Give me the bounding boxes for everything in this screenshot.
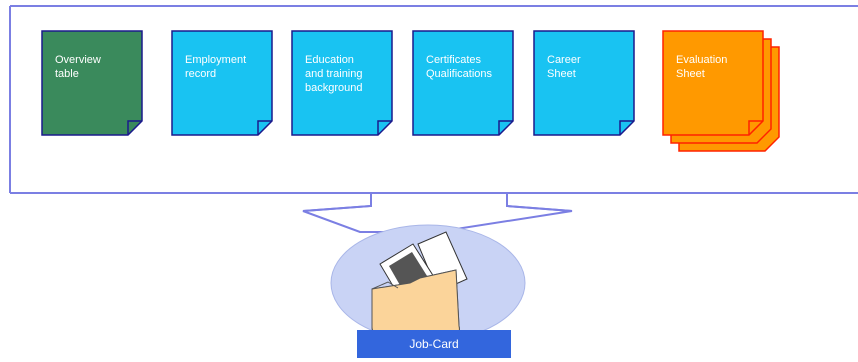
document-card-3	[291, 30, 393, 136]
document-label-line: Career	[547, 54, 581, 66]
document-fold	[748, 120, 763, 135]
document-card-1	[41, 30, 143, 136]
jobcard-banner	[357, 330, 511, 358]
document-label-line: table	[55, 68, 79, 80]
document-label-2: Employment record	[185, 53, 246, 81]
document-card-5	[533, 30, 635, 136]
document-sheet	[41, 30, 143, 136]
document-fold	[619, 120, 634, 135]
document-label-line: and training	[305, 68, 363, 80]
document-fold	[498, 120, 513, 135]
document-label-line: record	[185, 68, 217, 80]
folder-icon	[371, 269, 460, 335]
document-fold	[377, 120, 392, 135]
document-label-line: Sheet	[676, 68, 705, 80]
document-label-line: Evaluation	[676, 54, 728, 66]
jobcard-label: Job-Card	[409, 337, 459, 351]
callout-frame-bottom	[10, 192, 858, 212]
document-fold	[257, 120, 272, 135]
document-label-3: Education and training background	[305, 53, 363, 95]
document-sheet	[662, 30, 764, 136]
document-sheet	[533, 30, 635, 136]
document-label-line: Overview	[55, 54, 101, 66]
document-card-6	[662, 30, 780, 152]
document-label-line: background	[305, 82, 363, 94]
document-card-2	[171, 30, 273, 136]
document-label-line: Qualifications	[426, 68, 493, 80]
document-card-4	[412, 30, 514, 136]
document-sheet	[171, 30, 273, 136]
document-label-line: Employment	[185, 54, 247, 66]
document-sheet	[412, 30, 514, 136]
document-sheet	[291, 30, 393, 136]
document-fold	[127, 120, 142, 135]
document-label-line: Certificates	[426, 54, 482, 66]
document-label-1: Overview table	[55, 53, 101, 81]
document-label-line: Education	[305, 54, 354, 66]
document-label-line: Sheet	[547, 68, 576, 80]
documents-row	[41, 30, 780, 152]
